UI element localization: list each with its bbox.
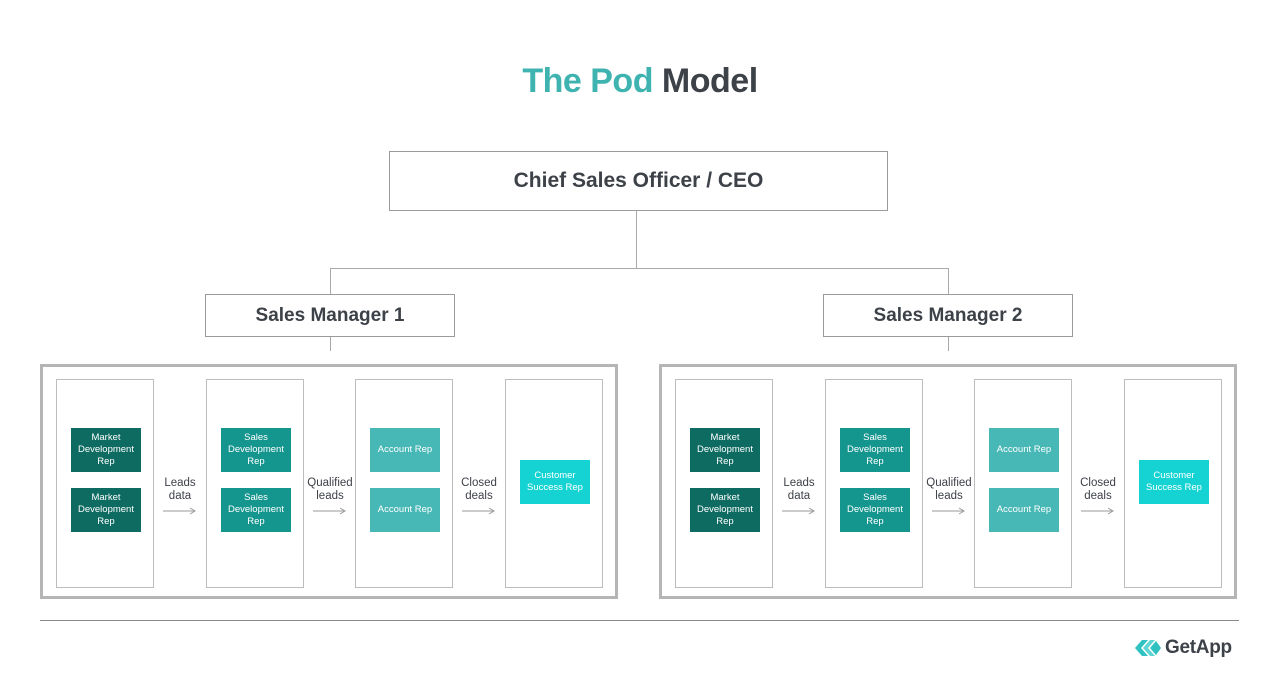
flow-closed-deals: Closed deals: [454, 477, 504, 515]
account-rep-box: Account Rep: [370, 428, 440, 472]
connector-manager-2-pod: [948, 337, 949, 351]
sales-manager-2-box: Sales Manager 2: [823, 294, 1073, 337]
flow-label: Leads data: [164, 477, 196, 502]
pod-column-market-dev: Market Development Rep Market Developmen…: [675, 379, 773, 588]
flow-leads-data: Leads data: [774, 477, 824, 515]
pod-column-customer-success: Customer Success Rep: [1124, 379, 1222, 588]
title-rest: Model: [661, 62, 758, 100]
pod-column-customer-success: Customer Success Rep: [505, 379, 603, 588]
flow-label: Leads data: [783, 477, 815, 502]
footer-divider: [40, 620, 1239, 621]
pod-column-market-dev: Market Development Rep Market Developmen…: [56, 379, 154, 588]
arrow-right-icon: [462, 507, 495, 515]
flow-leads-data: Leads data: [155, 477, 205, 515]
flow-label: Closed deals: [1080, 477, 1116, 502]
pod-1: Market Development Rep Market Developmen…: [40, 364, 618, 599]
pod-2: Market Development Rep Market Developmen…: [659, 364, 1237, 599]
market-dev-rep-box: Market Development Rep: [690, 488, 760, 532]
connector-horizontal: [330, 268, 949, 269]
customer-success-rep-box: Customer Success Rep: [520, 460, 590, 504]
arrow-right-icon: [782, 507, 815, 515]
sales-manager-1-label: Sales Manager 1: [255, 304, 405, 326]
market-dev-rep-box: Market Development Rep: [71, 428, 141, 472]
connector-to-manager-2: [948, 268, 949, 294]
ceo-label: Chief Sales Officer / CEO: [513, 169, 764, 192]
flow-qualified-leads: Qualified leads: [924, 477, 974, 515]
account-rep-box: Account Rep: [370, 488, 440, 532]
customer-success-rep-box: Customer Success Rep: [1139, 460, 1209, 504]
sales-manager-2-label: Sales Manager 2: [873, 304, 1023, 326]
sales-manager-1-box: Sales Manager 1: [205, 294, 455, 337]
arrow-right-icon: [313, 507, 346, 515]
getapp-chevrons-icon: [1135, 640, 1161, 656]
arrow-right-icon: [163, 507, 196, 515]
connector-to-manager-1: [330, 268, 331, 294]
getapp-logo: GetApp: [1135, 636, 1232, 660]
ceo-box: Chief Sales Officer / CEO: [389, 151, 888, 211]
pod-column-account: Account Rep Account Rep: [974, 379, 1072, 588]
sales-dev-rep-box: Sales Development Rep: [221, 428, 291, 472]
pod-column-sales-dev: Sales Development Rep Sales Development …: [825, 379, 923, 588]
flow-label: Closed deals: [461, 477, 497, 502]
arrow-right-icon: [932, 507, 965, 515]
pod-column-account: Account Rep Account Rep: [355, 379, 453, 588]
sales-dev-rep-box: Sales Development Rep: [840, 488, 910, 532]
account-rep-box: Account Rep: [989, 488, 1059, 532]
account-rep-box: Account Rep: [989, 428, 1059, 472]
flow-qualified-leads: Qualified leads: [305, 477, 355, 515]
market-dev-rep-box: Market Development Rep: [690, 428, 760, 472]
flow-label: Qualified leads: [926, 477, 972, 502]
logo-text: GetApp: [1165, 637, 1232, 658]
sales-dev-rep-box: Sales Development Rep: [221, 488, 291, 532]
sales-dev-rep-box: Sales Development Rep: [840, 428, 910, 472]
diagram-title: The Pod Model: [0, 62, 1280, 101]
pod-column-sales-dev: Sales Development Rep Sales Development …: [206, 379, 304, 588]
arrow-right-icon: [1081, 507, 1114, 515]
title-accent: The Pod: [522, 62, 653, 100]
market-dev-rep-box: Market Development Rep: [71, 488, 141, 532]
connector-ceo-down: [636, 211, 637, 268]
flow-label: Qualified leads: [307, 477, 353, 502]
connector-manager-1-pod: [330, 337, 331, 351]
flow-closed-deals: Closed deals: [1073, 477, 1123, 515]
